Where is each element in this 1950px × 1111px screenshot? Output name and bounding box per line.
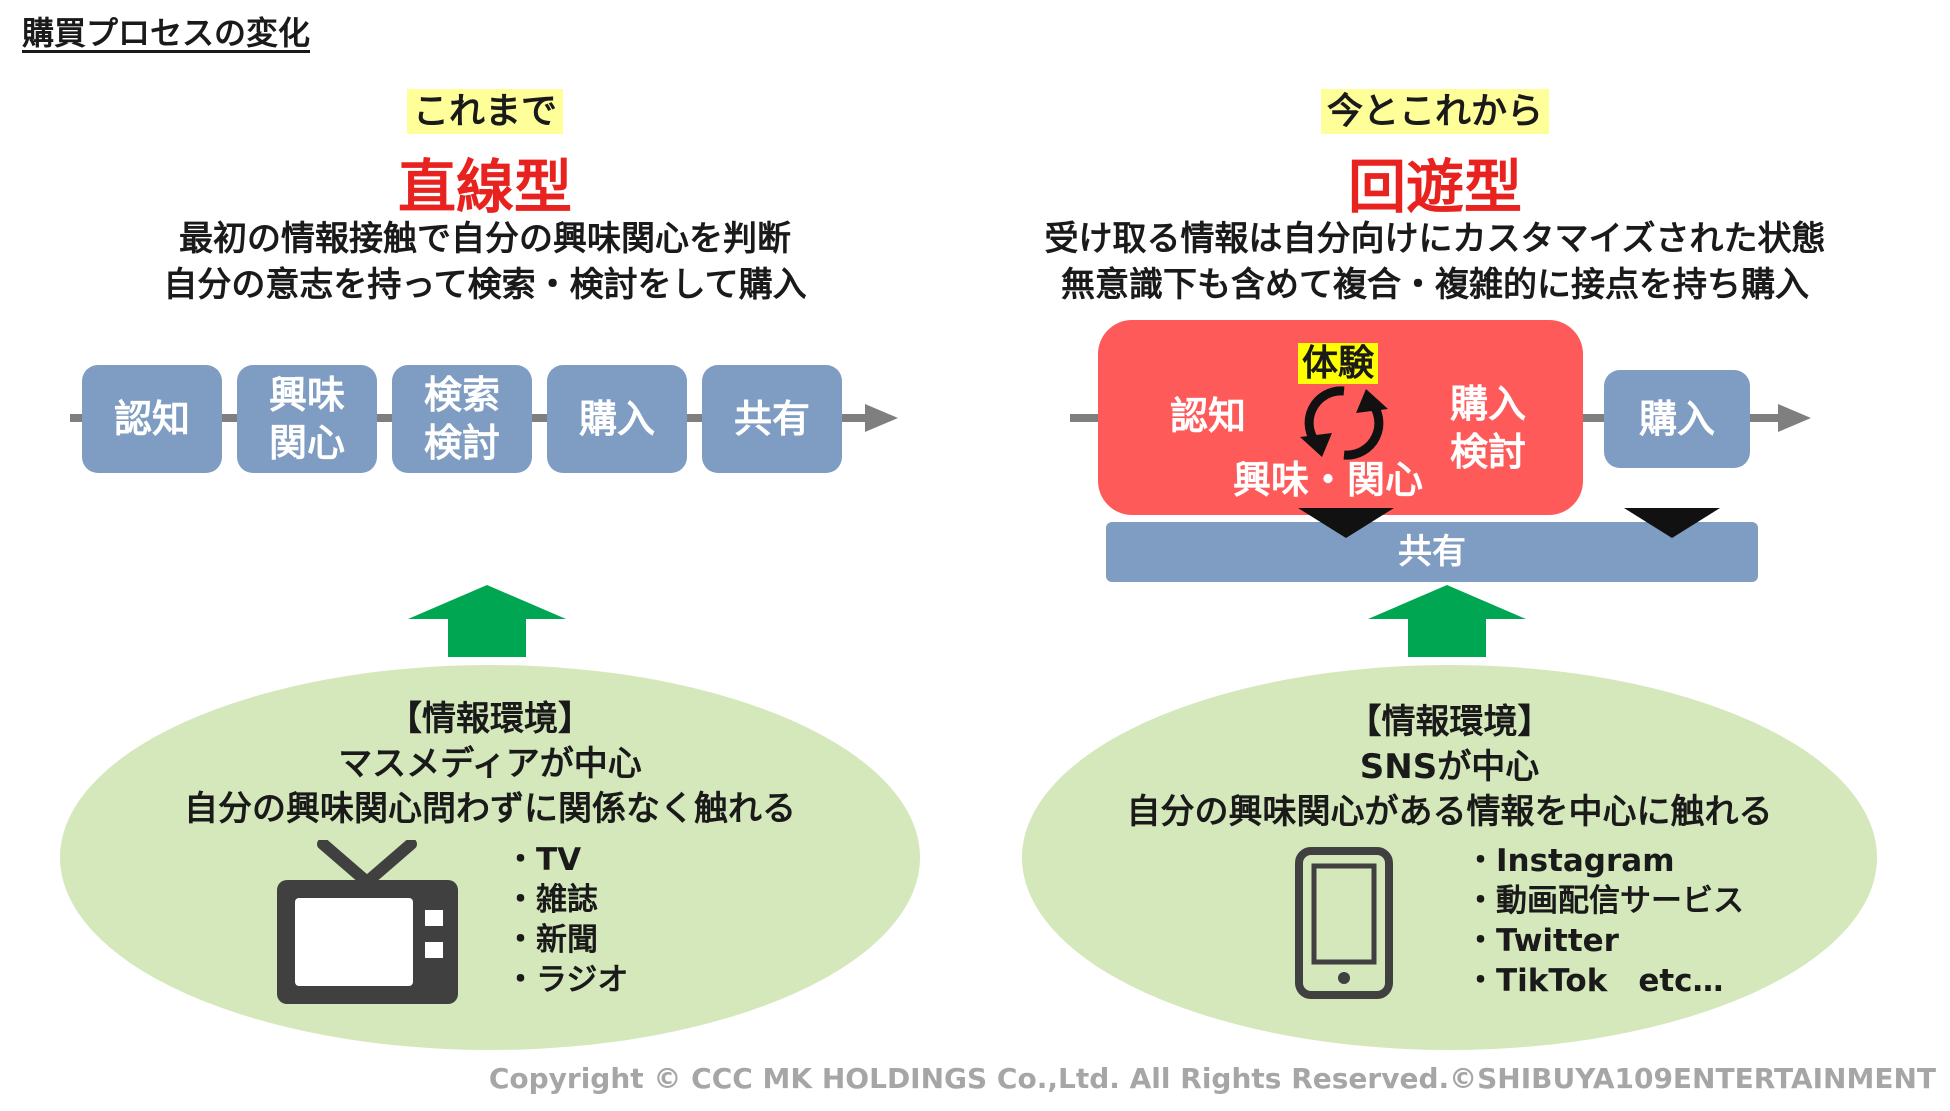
left-media-tv: ・TV [505, 842, 582, 878]
right-up-arrow [1368, 585, 1526, 657]
left-era-label: これまで [406, 89, 563, 134]
right-media-instagram: ・Instagram [1465, 843, 1675, 879]
right-info-environment [1022, 665, 1877, 1050]
copyright-notice: Copyright © CCC MK HOLDINGS Co.,Ltd. All… [488, 1062, 1936, 1095]
right-env-line1: SNSが中心 [1359, 747, 1540, 787]
share-bar: 共有 [1106, 522, 1758, 582]
left-model-title: 直線型 [397, 153, 572, 221]
down-triangle-purchase [1624, 508, 1720, 538]
right-env-heading: 【情報環境】 [1347, 702, 1552, 742]
step-interest: 興味 関心 [237, 365, 377, 473]
step-awareness: 認知 [82, 365, 222, 473]
right-desc-line1: 受け取る情報は自分向けにカスタマイズされた状態 [1044, 219, 1826, 259]
cycle-awareness: 認知 [1170, 394, 1247, 438]
cycle-interest: 興味・関心 [1233, 458, 1424, 502]
tv-icon [277, 840, 458, 1004]
right-media-twitter: ・Twitter [1465, 923, 1619, 959]
left-media-newspaper: ・新聞 [505, 922, 598, 958]
experience-label-wrap: 体験 [1298, 334, 1379, 386]
page-title: 購買プロセスの変化 [22, 14, 311, 52]
down-triangle-cycle [1298, 508, 1394, 538]
cycle-purchase-consider: 購入 検討 [1450, 382, 1527, 474]
right-model-title: 回遊型 [1347, 153, 1522, 221]
left-env-heading: 【情報環境】 [388, 699, 592, 739]
left-env-line1: マスメディアが中心 [338, 744, 642, 784]
cycle-arrows-icon [1300, 386, 1388, 460]
step-purchase: 購入 [547, 365, 687, 473]
right-era-label: 今とこれから [1320, 89, 1549, 134]
left-up-arrow [408, 585, 566, 657]
step-share: 共有 [702, 365, 842, 473]
smartphone-icon [1295, 847, 1393, 999]
left-info-environment [60, 665, 920, 1050]
left-desc-line2: 自分の意志を持って検索・検討をして購入 [163, 265, 807, 305]
left-media-radio: ・ラジオ [505, 962, 629, 998]
left-media-magazine: ・雑誌 [505, 882, 598, 918]
right-media-tiktok: ・TikTok etc… [1465, 963, 1724, 999]
left-env-line2: 自分の興味関心問わずに関係なく触れる [184, 789, 796, 829]
right-env-line2: 自分の興味関心がある情報を中心に触れる [1126, 792, 1773, 832]
right-media-video: ・動画配信サービス [1465, 883, 1744, 919]
right-step-purchase: 購入 [1604, 370, 1750, 468]
right-desc-line2: 無意識下も含めて複合・複雑的に接点を持ち購入 [1061, 265, 1809, 305]
experience-label: 体験 [1298, 343, 1379, 384]
step-search-consider: 検索 検討 [392, 365, 532, 473]
left-desc-line1: 最初の情報接触で自分の興味関心を判断 [179, 219, 791, 259]
right-era-label-wrap: 今とこれから [990, 82, 1880, 134]
left-era-label-wrap: これまで [0, 82, 970, 134]
